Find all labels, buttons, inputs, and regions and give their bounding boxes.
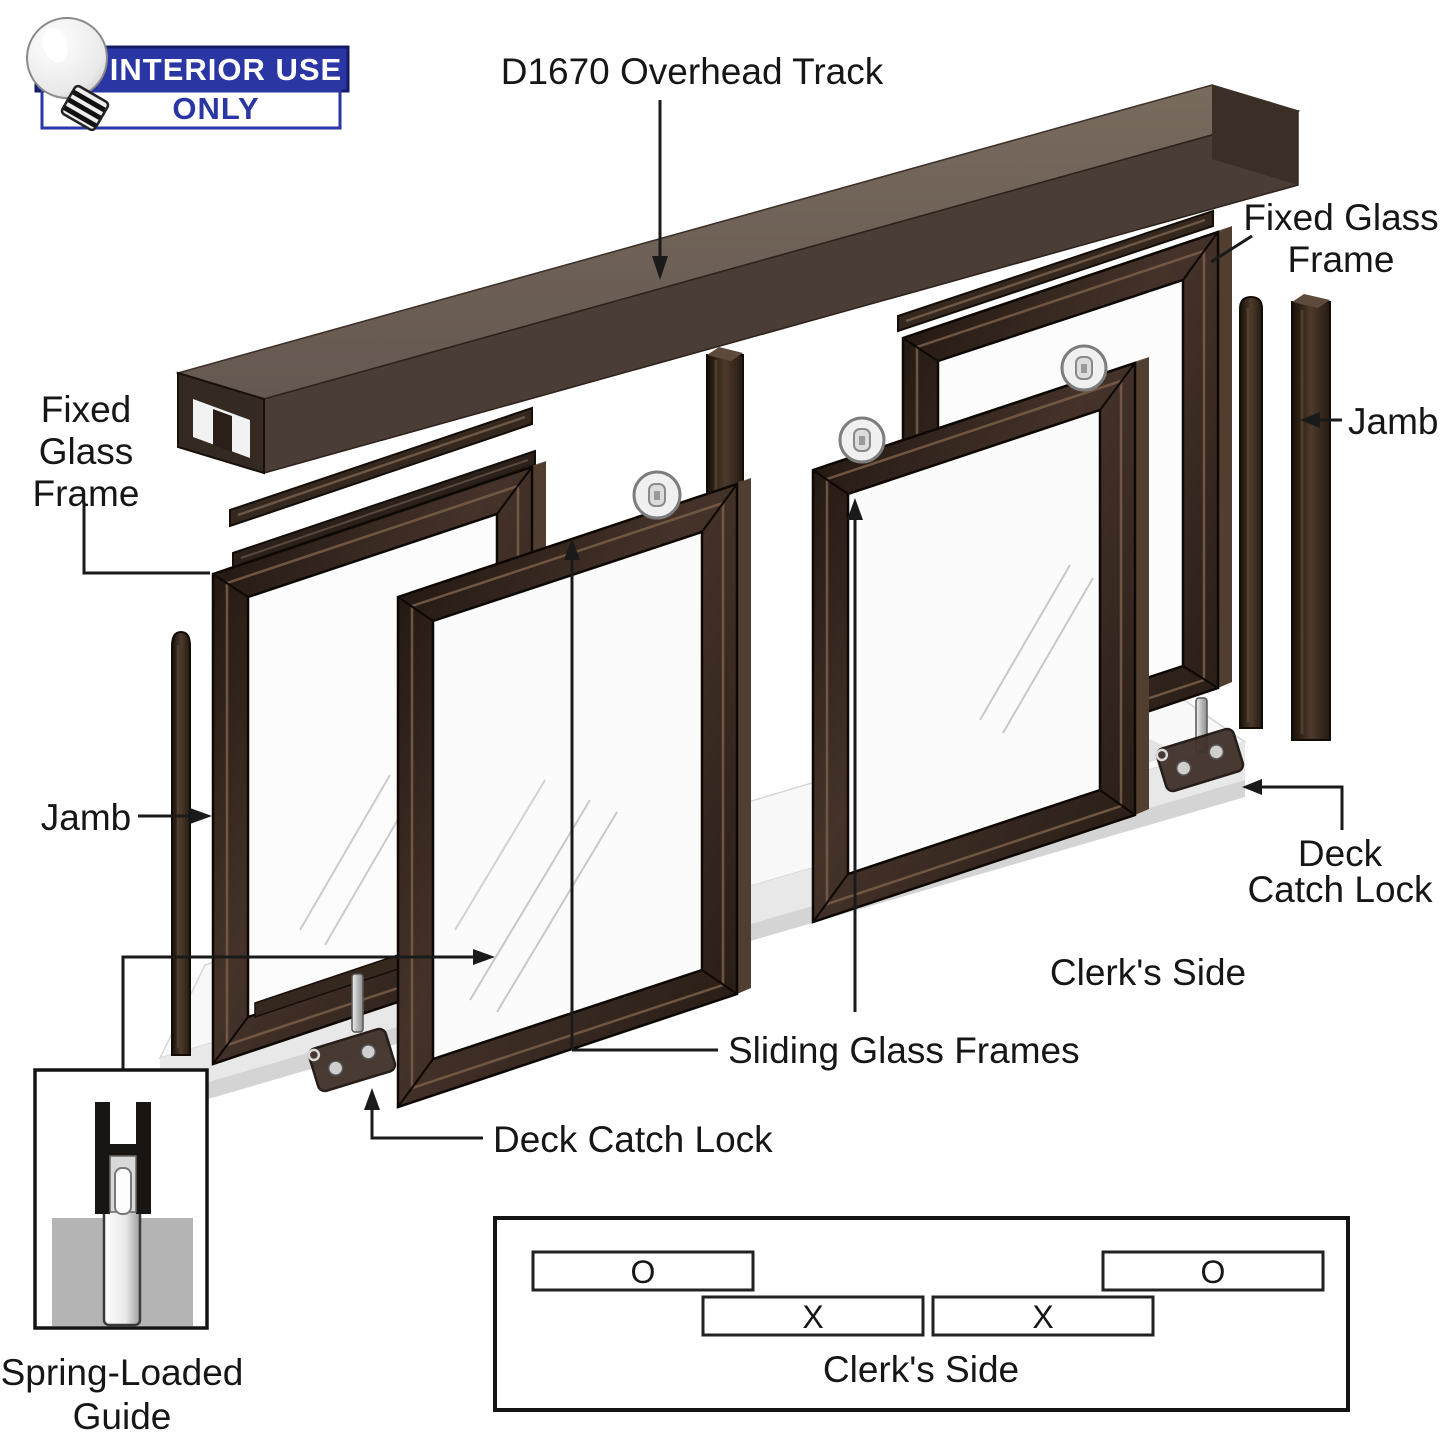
leader-spring-loaded-guide bbox=[121, 949, 495, 1070]
leader-sliding-glass-frames bbox=[564, 498, 863, 1052]
glass-pane bbox=[848, 410, 1100, 874]
label-fixed-glass-frame-right-1: Fixed Glass bbox=[1243, 197, 1438, 238]
leader-deck-catch-lock-bottom bbox=[364, 1088, 483, 1140]
badge-top-text: INTERIOR USE bbox=[110, 52, 342, 87]
roller-icon bbox=[632, 470, 682, 520]
label-jamb-right: Jamb bbox=[1348, 401, 1438, 442]
deck-catch-lock-left bbox=[307, 973, 397, 1093]
schematic-plan: O X X O Clerk's Side bbox=[493, 1216, 1350, 1412]
label-spring-loaded-guide-2: Guide bbox=[73, 1396, 172, 1437]
jamb-right-1 bbox=[1239, 295, 1263, 729]
badge-bottom-text: ONLY bbox=[172, 91, 259, 126]
label-fixed-glass-frame-left-1: Fixed bbox=[41, 389, 131, 430]
schematic-caption: Clerk's Side bbox=[823, 1349, 1019, 1390]
schematic-panel-fixed-right bbox=[1101, 1250, 1325, 1292]
glass-pane bbox=[433, 532, 702, 1059]
interior-use-badge: INTERIOR USE ONLY bbox=[26, 17, 350, 132]
schematic-mark-1: X bbox=[802, 1299, 823, 1335]
label-overhead-track: D1670 Overhead Track bbox=[501, 51, 884, 92]
schematic-panel-sliding-left bbox=[701, 1295, 925, 1337]
jamb-left bbox=[171, 630, 191, 1056]
label-fixed-glass-frame-left-3: Frame bbox=[33, 473, 140, 514]
leader-fixed-glass-frame-left bbox=[82, 505, 210, 575]
leader-deck-catch-lock-right bbox=[1242, 779, 1344, 830]
lightbulb-icon bbox=[26, 17, 110, 132]
deck-catch-lock-right bbox=[1155, 697, 1245, 793]
leader-jamb-right bbox=[1300, 412, 1342, 428]
sliding-glass-frame-2 bbox=[811, 344, 1149, 924]
roller-icon bbox=[838, 416, 886, 464]
head-rails bbox=[229, 209, 1214, 569]
label-sliding-glass-frames: Sliding Glass Frames bbox=[728, 1030, 1080, 1071]
bottom-channel-cross-section bbox=[95, 1102, 151, 1215]
leader-fixed-glass-frame-right bbox=[1210, 234, 1253, 264]
schematic-panel-fixed-left bbox=[531, 1250, 755, 1292]
label-spring-loaded-guide-1: Spring-Loaded bbox=[1, 1352, 244, 1393]
guide-cylinder bbox=[102, 1206, 142, 1327]
schematic-panel-sliding-right bbox=[931, 1295, 1155, 1337]
spring-loaded-guide-inset bbox=[33, 1068, 209, 1330]
sliding-glass-frame-1 bbox=[396, 470, 751, 1109]
label-jamb-left: Jamb bbox=[41, 797, 131, 838]
schematic-mark-0: O bbox=[631, 1254, 656, 1290]
label-deck-catch-lock-right-1: Deck bbox=[1298, 833, 1383, 874]
overhead-track bbox=[175, 84, 1301, 475]
leader-jamb-left bbox=[138, 808, 212, 824]
label-deck-catch-lock-bottom: Deck Catch Lock bbox=[493, 1119, 773, 1160]
label-deck-catch-lock-right-2: Catch Lock bbox=[1247, 869, 1433, 910]
spring-pin bbox=[114, 1167, 132, 1215]
jamb-right-2 bbox=[1291, 294, 1331, 741]
leader-overhead-track bbox=[652, 100, 668, 280]
schematic-mark-2: X bbox=[1032, 1299, 1053, 1335]
label-fixed-glass-frame-right-2: Frame bbox=[1288, 239, 1395, 280]
label-clerks-side-main: Clerk's Side bbox=[1050, 952, 1246, 993]
roller-icon bbox=[1060, 344, 1108, 392]
label-fixed-glass-frame-left-2: Glass bbox=[39, 431, 134, 472]
schematic-mark-3: O bbox=[1201, 1254, 1226, 1290]
